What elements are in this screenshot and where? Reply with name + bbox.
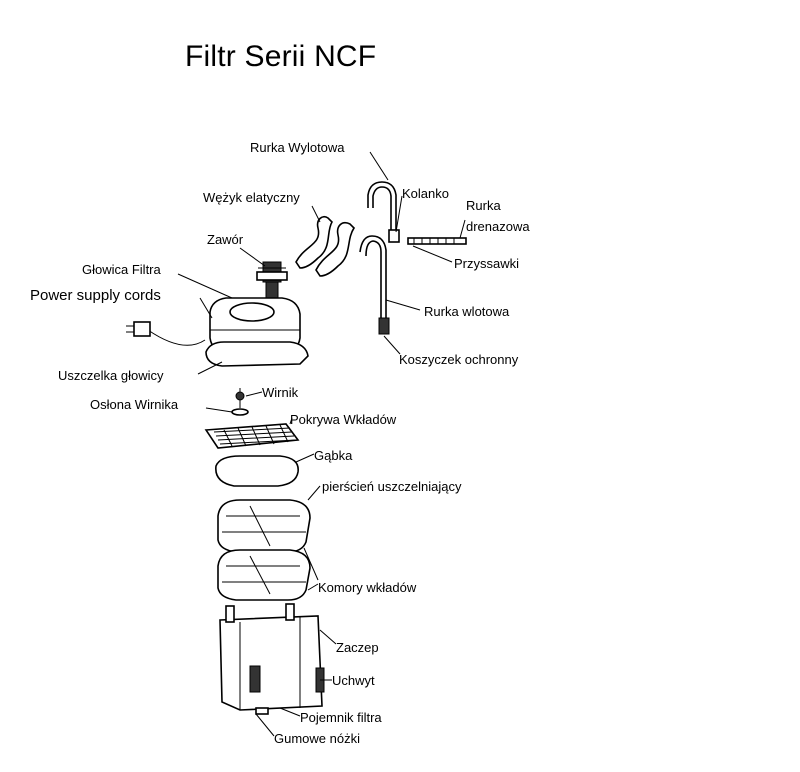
lower-tray xyxy=(217,549,311,601)
impeller xyxy=(231,388,249,416)
flexible-hoses xyxy=(295,215,356,277)
label-rurka-drenazowa-2: drenazowa xyxy=(466,219,530,234)
label-zaczep: Zaczep xyxy=(336,640,379,655)
label-glowica: Głowica Filtra xyxy=(82,262,161,277)
diagram-title: Filtr Serii NCF xyxy=(185,40,377,73)
upper-tray xyxy=(217,499,311,553)
label-uchwyt: Uchwyt xyxy=(332,673,375,688)
label-pokrywa: Pokrywa Wkładów xyxy=(290,412,397,427)
label-przyssawki: Przyssawki xyxy=(454,256,520,271)
label-kolanko: Kolanko xyxy=(402,186,449,201)
power-cord xyxy=(126,321,206,346)
valve xyxy=(256,261,288,299)
label-rurka-wylotowa: Rurka Wylotowa xyxy=(250,140,345,155)
label-oslona: Osłona Wirnika xyxy=(90,397,179,412)
head-gasket xyxy=(205,341,309,367)
canister xyxy=(219,603,325,715)
label-koszyczek: Koszyczek ochronny xyxy=(399,352,519,367)
drain-pipe xyxy=(407,237,467,245)
label-wezyk: Wężyk elatyczny xyxy=(203,190,300,205)
inlet-pipe xyxy=(359,235,390,335)
cartridge-cover xyxy=(204,423,300,449)
label-wirnik: Wirnik xyxy=(262,385,299,400)
label-komory: Komory wkładów xyxy=(318,580,417,595)
leader-lines xyxy=(177,151,466,737)
label-nozki: Gumowe nóżki xyxy=(274,731,360,746)
label-pierscien: pierścień uszczelniający xyxy=(322,479,462,494)
label-rurka-drenazowa-1: Rurka xyxy=(466,198,501,213)
label-pojemnik: Pojemnik filtra xyxy=(300,710,382,725)
outlet-pipe xyxy=(367,181,400,243)
label-zawor: Zawór xyxy=(207,232,244,247)
label-power: Power supply cords xyxy=(30,287,161,304)
sponge xyxy=(215,455,299,487)
label-uszczelka: Uszczelka głowicy xyxy=(58,368,164,383)
label-rurka-wlotowa: Rurka wlotowa xyxy=(424,304,510,319)
label-gabka: Gąbka xyxy=(314,448,353,463)
